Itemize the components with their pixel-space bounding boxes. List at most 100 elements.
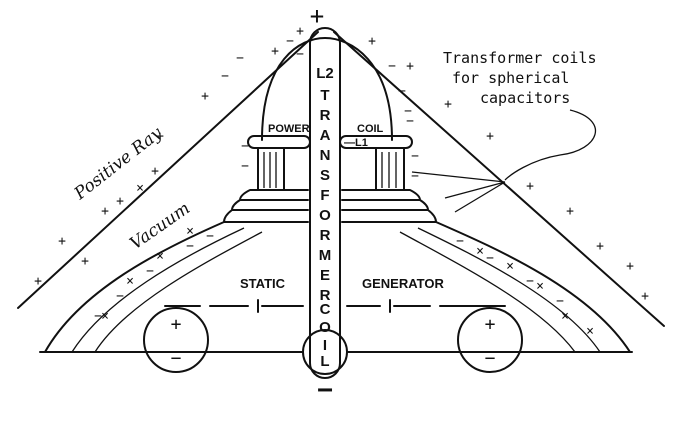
static-label: STATIC <box>240 276 286 291</box>
column-letter: C <box>320 301 331 318</box>
x-charge: × <box>536 279 544 294</box>
left-sphere <box>143 307 209 373</box>
minus-charge: − <box>186 239 194 254</box>
left-coil <box>257 147 285 191</box>
left-sphere-minus: − <box>171 348 182 369</box>
annotation-line-2: for spherical <box>452 69 569 87</box>
plus-charge: + <box>116 194 124 209</box>
minus-charge: − <box>556 294 564 309</box>
column-letter: L2 <box>316 65 334 82</box>
minus-charge: − <box>398 84 406 99</box>
minus-charge: − <box>486 251 494 266</box>
right-outer-line <box>333 31 665 327</box>
charge-marks: +++++++++++++++++++−−−−−−−−−−−−−−−−−−−−−… <box>34 24 649 339</box>
column-letter: R <box>320 107 331 124</box>
column-letter: R <box>320 227 331 244</box>
column-letter: O <box>319 207 331 224</box>
generator-label: GENERATOR <box>362 276 444 291</box>
column-letter: L <box>320 353 329 370</box>
x-charge: × <box>586 324 594 339</box>
plus-charge: + <box>58 234 66 249</box>
annotation-line-3: capacitors <box>480 89 570 107</box>
plus-charge: + <box>156 129 164 144</box>
annotation-line-1: Transformer coils <box>443 49 597 67</box>
column-letter: E <box>320 267 330 284</box>
annotation-arrows <box>411 171 506 213</box>
right-sphere-minus: − <box>485 348 496 369</box>
annotation-curve <box>504 109 597 181</box>
left-sphere-plus: + <box>171 314 182 335</box>
l1-label: —L1 <box>344 137 368 149</box>
column-letter: R <box>320 287 331 304</box>
coil-label: COIL <box>357 123 384 135</box>
plus-charge: + <box>368 34 376 49</box>
transformer-column <box>309 27 341 379</box>
annotation: Transformer coils for spherical capacito… <box>411 49 597 213</box>
minus-charge: − <box>296 47 304 62</box>
plus-charge: + <box>486 129 494 144</box>
minus-charge: − <box>411 149 419 164</box>
plus-charge: + <box>641 289 649 304</box>
column-letter: M <box>319 247 332 264</box>
minus-charge: − <box>411 169 419 184</box>
plus-charge: + <box>526 179 534 194</box>
minus-charge: − <box>241 159 249 174</box>
plus-charge: + <box>271 44 279 59</box>
minus-charge: − <box>526 274 534 289</box>
right-sphere-plus: + <box>485 314 496 335</box>
minus-charge: − <box>206 229 214 244</box>
right-bands <box>399 221 631 353</box>
column-letter: T <box>320 87 329 104</box>
minus-charge: − <box>241 139 249 154</box>
minus-charge: − <box>94 309 102 324</box>
x-charge: × <box>561 309 569 324</box>
left-bands <box>44 221 263 353</box>
x-charge: × <box>476 244 484 259</box>
plus-charge: + <box>626 259 634 274</box>
dome <box>261 36 393 141</box>
power-label: POWER <box>268 123 310 135</box>
top-plus-sign: + <box>310 2 324 30</box>
right-stepped-capacitor <box>341 189 437 223</box>
x-charge: × <box>101 309 109 324</box>
minus-charge: − <box>456 234 464 249</box>
minus-charge: − <box>286 34 294 49</box>
plus-charge: + <box>151 164 159 179</box>
minus-charge: − <box>236 51 244 66</box>
minus-charge: − <box>221 69 229 84</box>
column-letter: F <box>320 187 329 204</box>
minus-charge: − <box>388 59 396 74</box>
column-letter: O <box>319 319 331 336</box>
left-stepped-capacitor <box>223 189 309 223</box>
left-outer-line <box>17 31 319 309</box>
plus-charge: + <box>444 97 452 112</box>
power-coil-left-bar <box>247 135 311 149</box>
minus-charge: − <box>116 289 124 304</box>
plus-charge: + <box>296 24 304 39</box>
column-letter: I <box>323 337 327 354</box>
static-generator-line <box>164 299 506 313</box>
plus-charge: + <box>81 254 89 269</box>
plus-charge: + <box>34 274 42 289</box>
plus-charge: + <box>201 89 209 104</box>
column-letter: N <box>320 147 331 164</box>
right-coil <box>375 147 405 191</box>
plus-charge: + <box>406 59 414 74</box>
minus-charge: − <box>406 114 414 129</box>
x-charge: × <box>186 224 194 239</box>
bottom-minus-sign: − <box>317 375 333 405</box>
vacuum-label: Vacuum <box>126 198 193 254</box>
plus-charge: + <box>596 239 604 254</box>
x-charge: × <box>126 274 134 289</box>
plus-charge: + <box>101 204 109 219</box>
minus-charge: − <box>404 104 412 119</box>
right-sphere <box>457 307 523 373</box>
column-letter: A <box>320 127 331 144</box>
minus-charge: − <box>146 264 154 279</box>
x-charge: × <box>136 181 144 196</box>
x-charge: × <box>156 249 164 264</box>
x-charge: × <box>506 259 514 274</box>
